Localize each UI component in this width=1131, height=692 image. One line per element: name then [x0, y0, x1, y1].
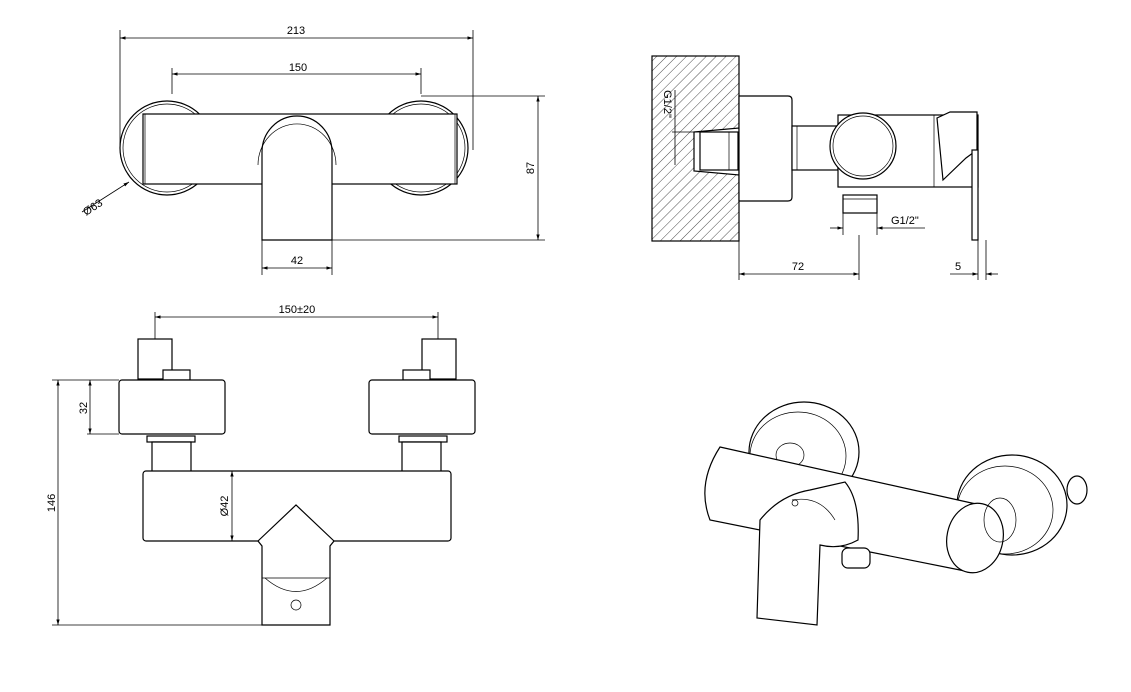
dim-outlet-thread: G1/2"	[891, 215, 919, 227]
dim-lever-thickness: 5	[955, 261, 961, 273]
dim-projection: 72	[792, 261, 804, 273]
outlet-connector	[842, 194, 878, 214]
dim-inlet-thread: G1/2"	[661, 90, 673, 118]
dim-lever-width: 42	[291, 255, 303, 267]
dim-flange-height: 32	[78, 402, 90, 414]
dim-depth: 87	[525, 162, 537, 174]
right-flange-front	[368, 379, 476, 435]
dim-body-diameter: Ø42	[219, 496, 231, 517]
dim-inlet-centers-front: 150±20	[279, 304, 316, 316]
iso-lever	[756, 481, 859, 626]
lever-side	[971, 149, 979, 241]
left-flange-front	[118, 379, 226, 435]
isometric-view	[704, 401, 1088, 626]
dim-overall-height: 146	[46, 494, 58, 512]
dim-inlet-centers: 150	[289, 62, 307, 74]
front-view: 150±20 32 Ø42 146	[46, 304, 476, 626]
flange-side	[738, 95, 793, 202]
body-end-circle	[829, 112, 897, 180]
dim-flange-diameter: Ø63	[81, 197, 105, 218]
side-view: G1/2" G1/2" 72 5	[651, 55, 998, 280]
top-view: 213 150 87 42 Ø63	[81, 25, 545, 275]
lever	[261, 115, 333, 241]
lever-front	[257, 504, 335, 626]
dim-overall-width: 213	[287, 25, 305, 37]
